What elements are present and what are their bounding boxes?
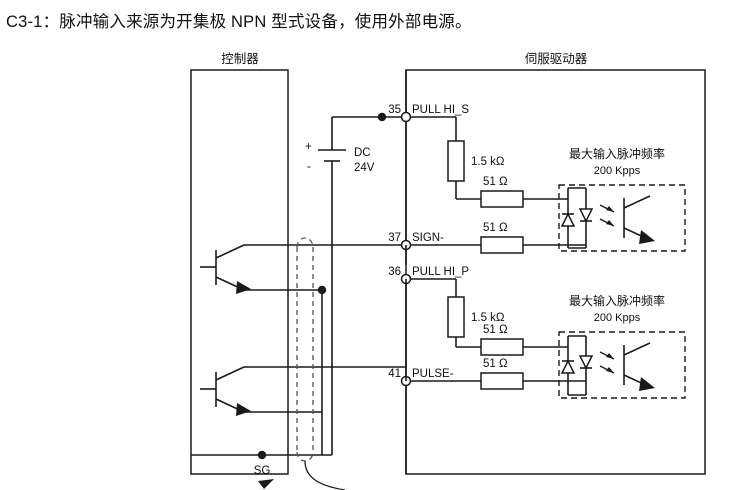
opto1-light-arrow-1 xyxy=(606,206,614,212)
opto2-led-body xyxy=(578,355,594,370)
annotation-1-line2: 200 Kpps xyxy=(594,165,641,177)
opto1-photo-collector xyxy=(623,195,651,209)
resistor-pullup-sign xyxy=(447,140,465,182)
servo-drive-box xyxy=(405,69,706,475)
resistor-series-sign-top xyxy=(480,190,524,208)
sg-pointer-arrow xyxy=(258,479,274,489)
shield-cap-bottom xyxy=(296,451,314,462)
opto2-light-arrow-1 xyxy=(606,353,614,359)
terminal-36-number: 36 xyxy=(388,266,401,278)
resistor-series-sign-bottom-label: 51 Ω xyxy=(483,222,508,234)
terminal-37-number: 37 xyxy=(388,232,401,244)
sg-node-dot xyxy=(257,450,267,460)
opto2-light-arrow-2 xyxy=(606,367,614,373)
resistor-series-pulse-bottom-label: 51 Ω xyxy=(483,358,508,370)
npn1-collector-lead xyxy=(215,244,245,259)
resistor-series-pulse-bottom xyxy=(480,372,524,390)
npn1-emitter-arrow xyxy=(236,281,251,294)
annotation-2-line1: 最大输入脉冲频率 xyxy=(569,293,665,308)
resistor-pullup-sign-label: 1.5 kΩ xyxy=(471,156,505,168)
supply-line1: DC xyxy=(354,147,371,159)
resistor-series-pulse-top xyxy=(480,338,524,356)
opto1-light-arrow-2 xyxy=(606,220,614,226)
controller-label: 控制器 xyxy=(221,51,259,66)
servo-label: 伺服驱动器 xyxy=(525,51,588,66)
terminal-36-label: PULL HI_P xyxy=(412,266,469,278)
supply-minus-sign: - xyxy=(307,161,311,173)
resistor-series-pulse-top-label: 51 Ω xyxy=(483,324,508,336)
npn2-emitter-arrow xyxy=(236,403,251,416)
t35-supply-dot xyxy=(377,112,387,122)
optocoupler-1-boundary xyxy=(558,184,686,252)
terminal-41-number: 41 xyxy=(388,368,401,380)
controller-box xyxy=(190,69,289,475)
supply-plus-sign: + xyxy=(305,141,312,153)
opto1-photo-arrow xyxy=(639,230,655,244)
terminal-41-label: PULSE- xyxy=(412,368,454,380)
npn2-collector-lead xyxy=(215,366,245,381)
opto2-protection-diode-body xyxy=(560,359,576,374)
optocoupler-2-boundary xyxy=(558,331,686,399)
page-title: C3-1：脉冲输入来源为开集极 NPN 型式设备，使用外部电源。 xyxy=(6,13,472,31)
terminal-35-node xyxy=(400,111,412,123)
annotation-2-line2: 200 Kpps xyxy=(594,312,641,324)
annotation-1-line1: 最大输入脉冲频率 xyxy=(569,146,665,161)
terminal-35-number: 35 xyxy=(388,104,401,116)
resistor-pullup-pulse-label: 1.5 kΩ xyxy=(471,312,505,324)
opto2-photo-collector xyxy=(623,342,651,356)
shield-cap-top xyxy=(296,237,314,248)
resistor-pullup-pulse xyxy=(447,296,465,338)
supply-line2: 24V xyxy=(354,162,375,174)
terminal-37-label: SIGN- xyxy=(412,232,444,244)
resistor-series-sign-bottom xyxy=(480,236,524,254)
opto1-protection-diode-body xyxy=(560,212,576,227)
opto1-led-body xyxy=(578,208,594,223)
shield-drain-wire xyxy=(304,460,346,490)
terminal-35-label: PULL HI_S xyxy=(412,104,469,116)
sg-label: SG xyxy=(254,465,271,477)
resistor-series-sign-top-label: 51 Ω xyxy=(483,176,508,188)
opto2-photo-arrow xyxy=(639,377,655,391)
